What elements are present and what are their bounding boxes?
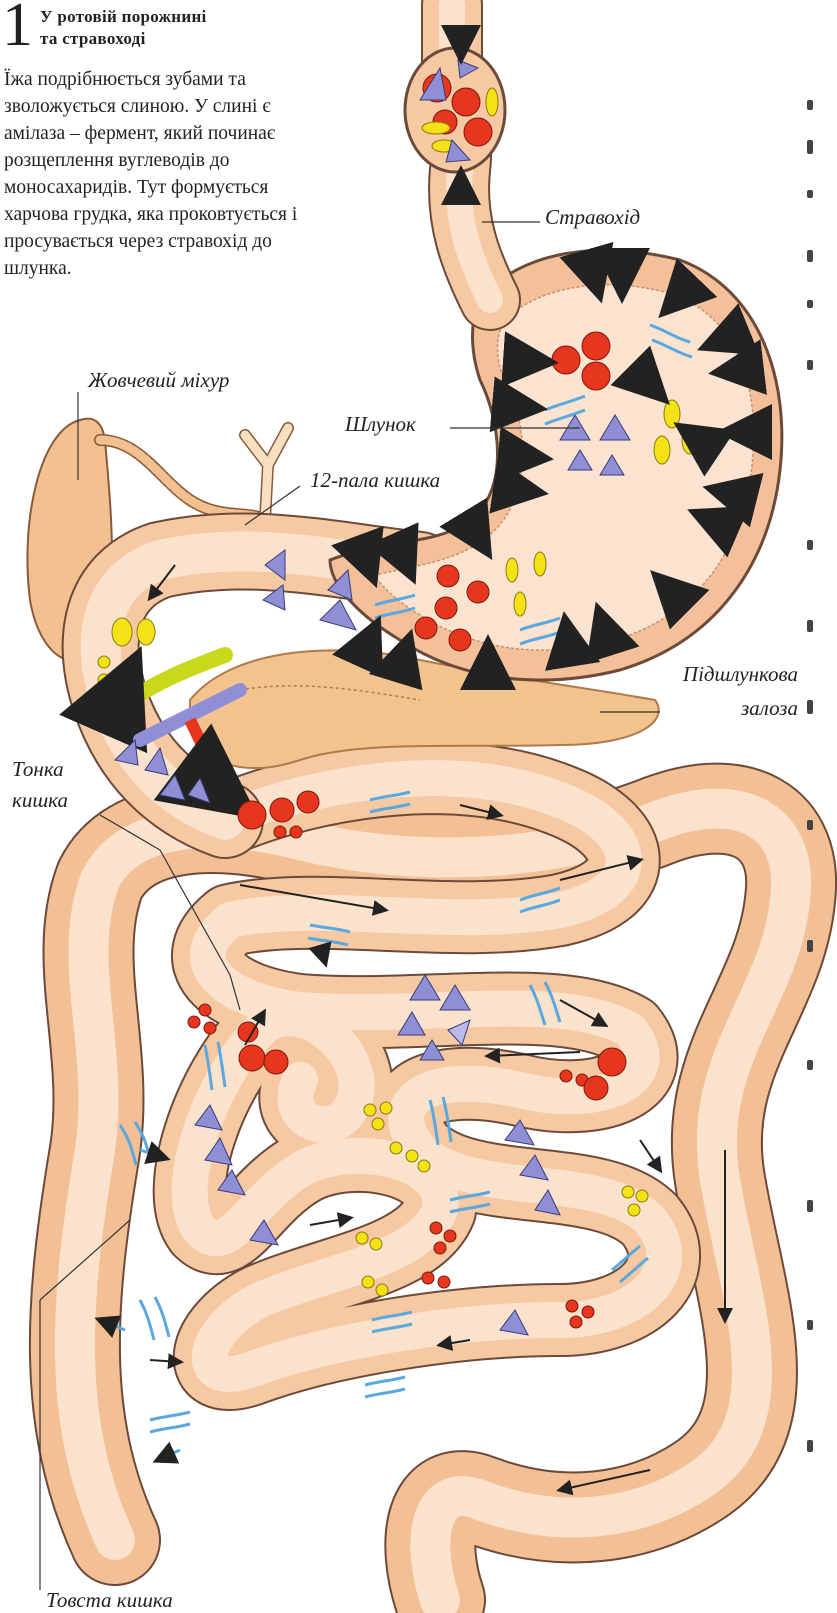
duodenum-contents (59, 549, 286, 820)
section-number: 1 (2, 0, 33, 59)
label-duodenum: 12-пала кишка (310, 468, 441, 492)
section-title: У ротовій порожнині та стравоході (40, 6, 207, 50)
label-pancreas-line2: залоза (740, 696, 798, 720)
label-leader-lines (39, 221, 660, 1590)
label-esophagus: Стравохід (545, 205, 641, 229)
section-title-line2: та стравоході (40, 29, 146, 48)
label-small-intestine-line1: Тонка (12, 757, 64, 781)
intro-text: Їжа подрібнюється зубами та зволожується… (4, 69, 298, 279)
small-intestine-contents (187, 790, 663, 1399)
scan-edge-marks (805, 60, 817, 1560)
section-title-line1: У ротовій порожнині (40, 7, 207, 26)
large-intestine-contents (94, 1121, 733, 1496)
label-stomach: Шлунок (345, 412, 416, 436)
gastric-enzyme-arrows (331, 241, 772, 691)
label-small-intestine-line2: кишка (12, 788, 68, 812)
stomach (328, 248, 784, 682)
label-large-intestine: Товста кишка (46, 1588, 173, 1612)
bolus-nutrients (419, 59, 499, 163)
label-gallbladder: Жовчевий міхур (88, 368, 230, 392)
label-pancreas-line1: Підшлункова (682, 662, 798, 686)
large-intestine (28, 762, 837, 1613)
